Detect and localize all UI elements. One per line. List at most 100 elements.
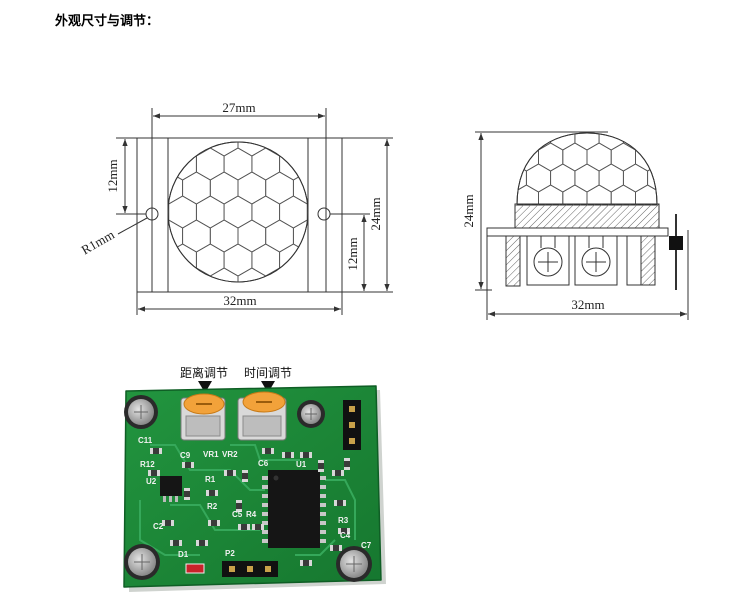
lens-cell	[696, 164, 720, 192]
ic-pin	[320, 512, 326, 516]
diode-d1	[185, 563, 205, 574]
mounting-hole-right	[317, 207, 331, 221]
lens-cell	[478, 206, 502, 234]
lens-cell	[562, 184, 588, 205]
lens-cell	[349, 268, 377, 300]
silk-label: R12	[140, 460, 155, 469]
ic-pin	[262, 512, 268, 516]
lens-cell	[635, 142, 657, 172]
dome-outline	[516, 132, 658, 206]
lens-cell	[490, 185, 514, 213]
lens-cell	[293, 316, 321, 348]
silk-label: C2	[153, 522, 164, 531]
lens-cell	[454, 122, 478, 150]
lens-cell	[321, 76, 349, 108]
lens-cell	[292, 267, 308, 282]
section-heading: 外观尺寸与调节：	[55, 14, 160, 29]
lens-cell	[183, 316, 211, 348]
silk-label: C6	[258, 459, 269, 468]
ic-pin	[320, 530, 326, 534]
smd-part	[206, 490, 218, 496]
lens-cell	[210, 316, 238, 348]
lens-cell	[454, 80, 478, 108]
lens-cell	[647, 133, 657, 151]
smd-part	[300, 452, 312, 458]
silk-label: VR1	[203, 450, 219, 459]
dim-label-lens-width: 27mm	[222, 100, 255, 115]
lens-cell	[622, 163, 649, 193]
lens-cell	[127, 124, 155, 156]
lens-cell	[209, 267, 239, 282]
lens-cell	[279, 147, 308, 181]
lens-cell	[127, 76, 155, 108]
label-distance-adjust: 距离调节	[180, 365, 228, 380]
smd-components	[148, 448, 350, 566]
lens-cell	[636, 101, 660, 129]
lens-cell	[587, 101, 611, 129]
lens-cell	[696, 80, 720, 108]
lens-cell	[708, 227, 732, 255]
lens-cell	[611, 227, 635, 255]
lens-rim	[167, 141, 309, 283]
lens-cell	[490, 143, 514, 171]
lens-cell	[168, 243, 197, 277]
lens-cell	[155, 76, 183, 108]
lens-cell	[598, 163, 624, 193]
capacitor-top-left	[124, 395, 158, 429]
lens-cell	[168, 142, 184, 157]
ic-pin	[262, 521, 268, 525]
smd-part	[182, 462, 194, 468]
top-view: 27mm 12mm R1mm 12mm 24mm 32mm	[79, 76, 393, 348]
label-time-adjust: 时间调节	[244, 366, 292, 380]
lens-cell	[237, 142, 267, 157]
lens-cell	[610, 184, 636, 205]
ic-pin	[320, 521, 326, 525]
lens-cell	[672, 164, 696, 192]
lens-cell	[478, 164, 502, 192]
ic-pin	[262, 530, 268, 534]
smd-part	[332, 470, 344, 476]
lens-cell	[279, 195, 308, 229]
smd-part	[238, 524, 250, 530]
lens-cell	[168, 243, 170, 277]
ic-pin	[262, 476, 268, 480]
lens-cell	[182, 267, 211, 282]
lens-cell	[539, 101, 563, 129]
lens-cell	[209, 171, 239, 205]
lens-cell	[466, 143, 490, 171]
lens-cell	[349, 76, 377, 108]
lens-cell	[648, 80, 672, 108]
silk-label: R3	[338, 516, 349, 525]
side-capacitor-right-hatch	[640, 235, 656, 286]
lens-cell	[280, 292, 308, 324]
dim-label-side-width: 32mm	[571, 297, 604, 312]
lens-cell	[127, 220, 155, 252]
lens-cell	[169, 292, 197, 324]
lens-cell	[335, 100, 363, 132]
lens-cell	[525, 133, 552, 151]
lens-cell	[321, 268, 349, 300]
silk-label: C9	[180, 451, 191, 460]
lens-cell	[168, 195, 197, 229]
lens-cell	[684, 143, 708, 171]
side-pot-time	[574, 235, 618, 286]
capacitor-top-right	[297, 400, 325, 428]
lens-cell	[478, 80, 502, 108]
lens-cell	[349, 316, 377, 348]
lens-cell	[237, 171, 267, 205]
leader-line-hole-radius	[117, 217, 148, 235]
capacitor-bottom-right	[336, 546, 372, 582]
lens-cell	[195, 195, 225, 229]
lens-cell	[647, 163, 657, 193]
smd-part	[344, 458, 350, 470]
lens-cell	[168, 147, 197, 181]
lens-cell	[635, 184, 657, 205]
lens-cell	[514, 101, 538, 129]
lens-cell	[684, 185, 708, 213]
capacitor-bottom-left	[124, 544, 160, 580]
lens-cell	[223, 147, 253, 181]
lens-cell	[266, 76, 294, 108]
smd-part	[318, 460, 324, 472]
side-pcb-board	[486, 227, 669, 237]
lens-cell	[708, 185, 732, 213]
